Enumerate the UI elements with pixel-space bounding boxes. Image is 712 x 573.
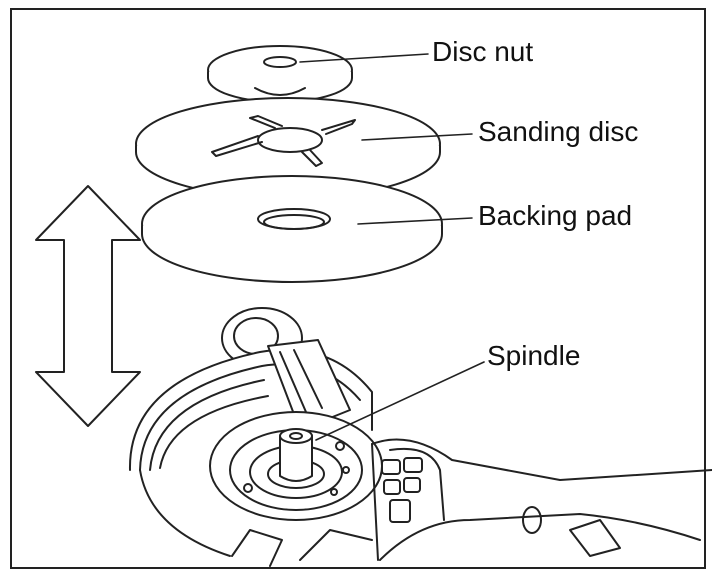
label-backing-pad: Backing pad bbox=[478, 200, 633, 231]
label-spindle: Spindle bbox=[487, 340, 581, 371]
leader-spindle bbox=[315, 361, 485, 441]
double-arrow-icon bbox=[35, 185, 141, 427]
leader-backing-pad bbox=[357, 217, 473, 225]
backing-pad-icon bbox=[141, 175, 443, 283]
label-disc-nut: Disc nut bbox=[432, 36, 534, 67]
grinder-icon bbox=[128, 307, 712, 567]
leader-sanding-disc bbox=[361, 133, 473, 141]
leader-disc-nut bbox=[299, 53, 429, 63]
leader-lines bbox=[299, 53, 485, 441]
label-sanding-disc: Sanding disc bbox=[478, 116, 639, 147]
disc-nut-icon bbox=[207, 45, 353, 103]
